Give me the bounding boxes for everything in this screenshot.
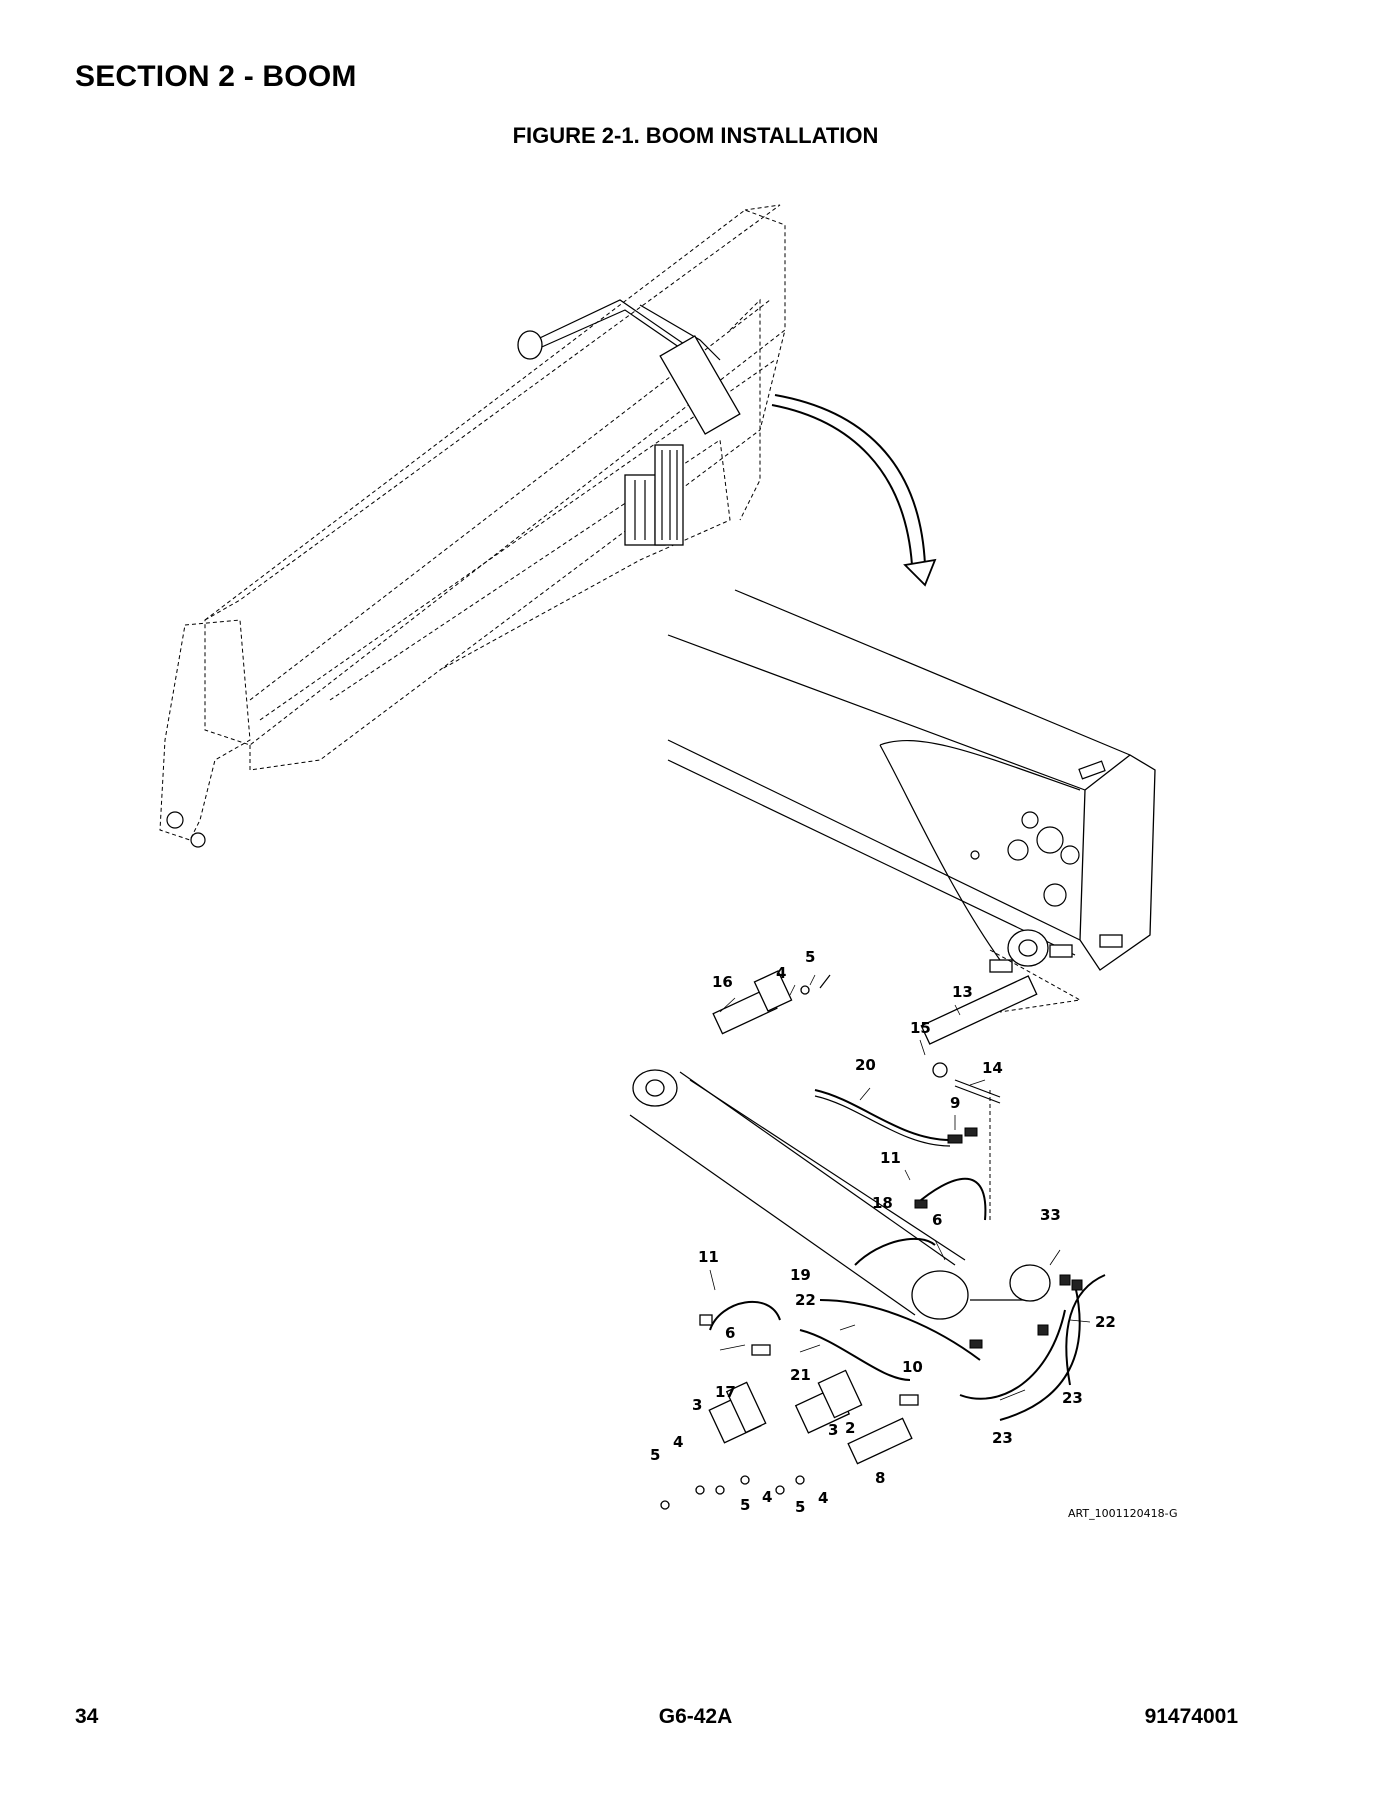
callout-4: 4 (776, 964, 786, 982)
fasteners (660, 974, 831, 1510)
callout-20: 20 (855, 1056, 876, 1074)
lower-boom-base (667, 589, 1156, 973)
callout-11: 11 (880, 1149, 901, 1167)
callout-5: 5 (795, 1498, 805, 1516)
callout-3: 3 (692, 1396, 702, 1414)
callout-19: 19 (790, 1266, 811, 1284)
callout-3: 3 (828, 1421, 838, 1439)
footer-page-number: 34 (75, 1705, 99, 1728)
callout-8: 8 (875, 1469, 885, 1487)
callout-2: 2 (845, 1419, 855, 1437)
callout-15: 15 (910, 1019, 931, 1037)
callout-labels: 16 4 5 13 15 14 20 9 11 18 6 33 11 19 22… (650, 948, 1116, 1516)
callout-23: 23 (1062, 1389, 1083, 1407)
section-title: SECTION 2 - BOOM (75, 60, 357, 93)
callout-4: 4 (673, 1433, 683, 1451)
callout-11: 11 (698, 1248, 719, 1266)
direction-arrow (771, 394, 937, 587)
callout-21: 21 (790, 1366, 811, 1384)
callout-leaders (709, 974, 1091, 1401)
callout-14: 14 (982, 1059, 1003, 1077)
callout-13: 13 (952, 983, 973, 1001)
pins (708, 970, 1038, 1465)
callout-5: 5 (650, 1446, 660, 1464)
callout-22: 22 (795, 1291, 816, 1309)
callout-5: 5 (805, 948, 815, 966)
hoses (699, 1089, 1106, 1421)
callout-18: 18 (872, 1194, 893, 1212)
callout-16: 16 (712, 973, 733, 991)
footer-doc-number: 91474001 (1144, 1705, 1238, 1728)
upper-boom-assembly (159, 204, 786, 848)
callout-5: 5 (740, 1496, 750, 1514)
callout-22: 22 (1095, 1313, 1116, 1331)
callout-6: 6 (932, 1211, 942, 1229)
lift-cylinder (629, 1069, 1030, 1320)
callout-17: 17 (715, 1383, 736, 1401)
art-reference-id: ART_1001120418-G (1068, 1507, 1177, 1520)
callout-9: 9 (950, 1094, 960, 1112)
footer-model: G6-42A (658, 1705, 733, 1728)
figure-title: FIGURE 2-1. BOOM INSTALLATION (512, 123, 879, 148)
callout-10: 10 (902, 1358, 923, 1376)
callout-23: 23 (992, 1429, 1013, 1447)
callout-4: 4 (762, 1488, 772, 1506)
callout-4: 4 (818, 1489, 828, 1507)
callout-6: 6 (725, 1324, 735, 1342)
callout-33: 33 (1040, 1206, 1061, 1224)
